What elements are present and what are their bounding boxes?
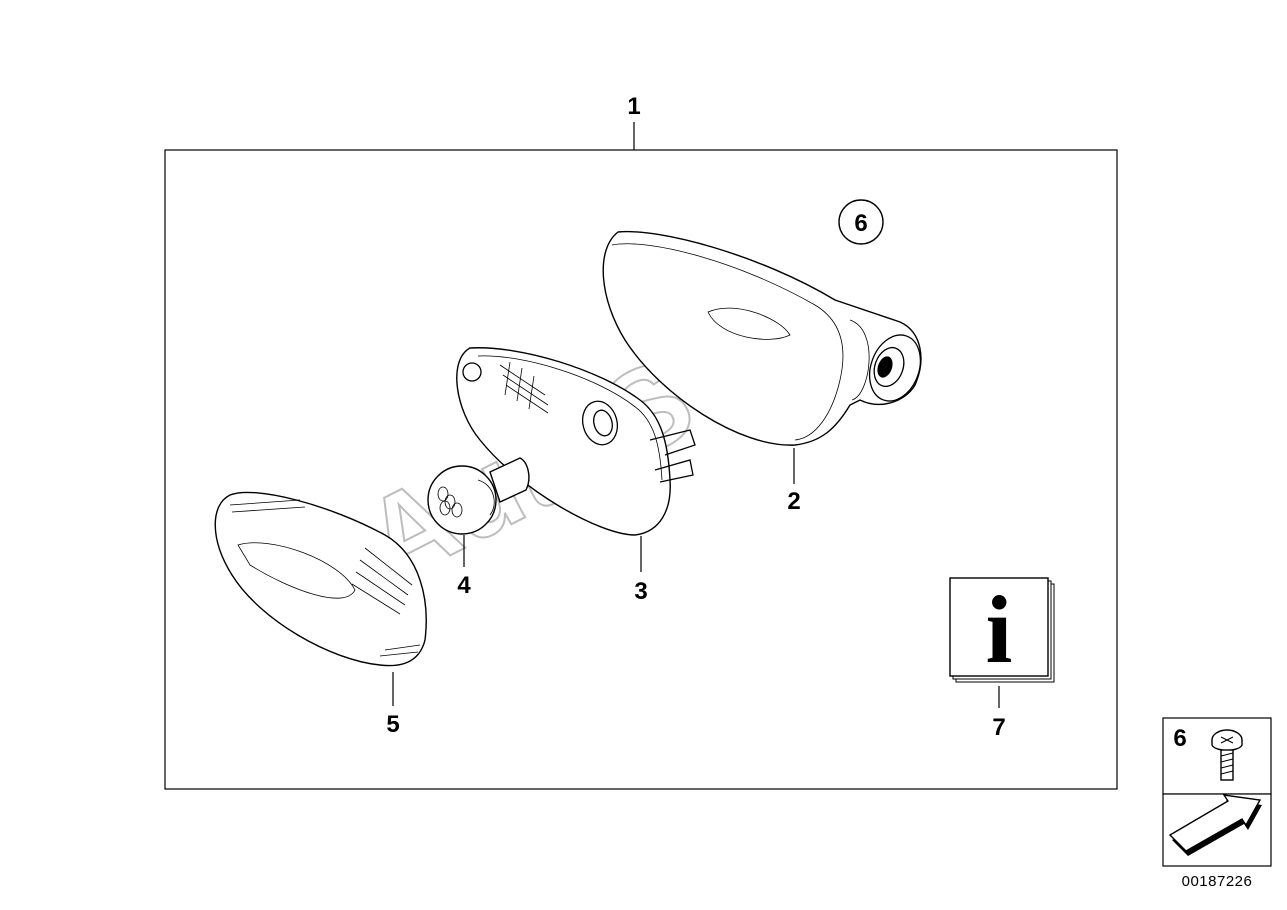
legend-screw-label: 6 (1173, 725, 1186, 752)
legend-screw-box: 6 (1162, 717, 1272, 795)
callout-6-circle (838, 199, 884, 245)
callout-5: 5 (386, 711, 399, 738)
callout-4: 4 (457, 572, 471, 599)
callout-3: 3 (634, 578, 647, 605)
lens-cover-part[interactable] (214, 491, 427, 667)
info-document-part[interactable]: i (949, 576, 1055, 683)
screw-icon (1211, 729, 1243, 781)
bulb-part[interactable] (427, 457, 530, 535)
housing-part[interactable] (602, 230, 929, 446)
info-icon: i (986, 576, 1013, 683)
legend-arrow-box (1162, 793, 1272, 867)
callout-6: 6 (854, 210, 867, 237)
callout-7: 7 (992, 714, 1005, 741)
callout-1: 1 (627, 93, 640, 120)
assembly-frame (164, 149, 1118, 790)
callout-2: 2 (787, 488, 800, 515)
direction-arrow-icon (1168, 794, 1262, 856)
catalog-number: 00187226 (1182, 873, 1253, 890)
reflector-base-part[interactable] (456, 347, 696, 536)
